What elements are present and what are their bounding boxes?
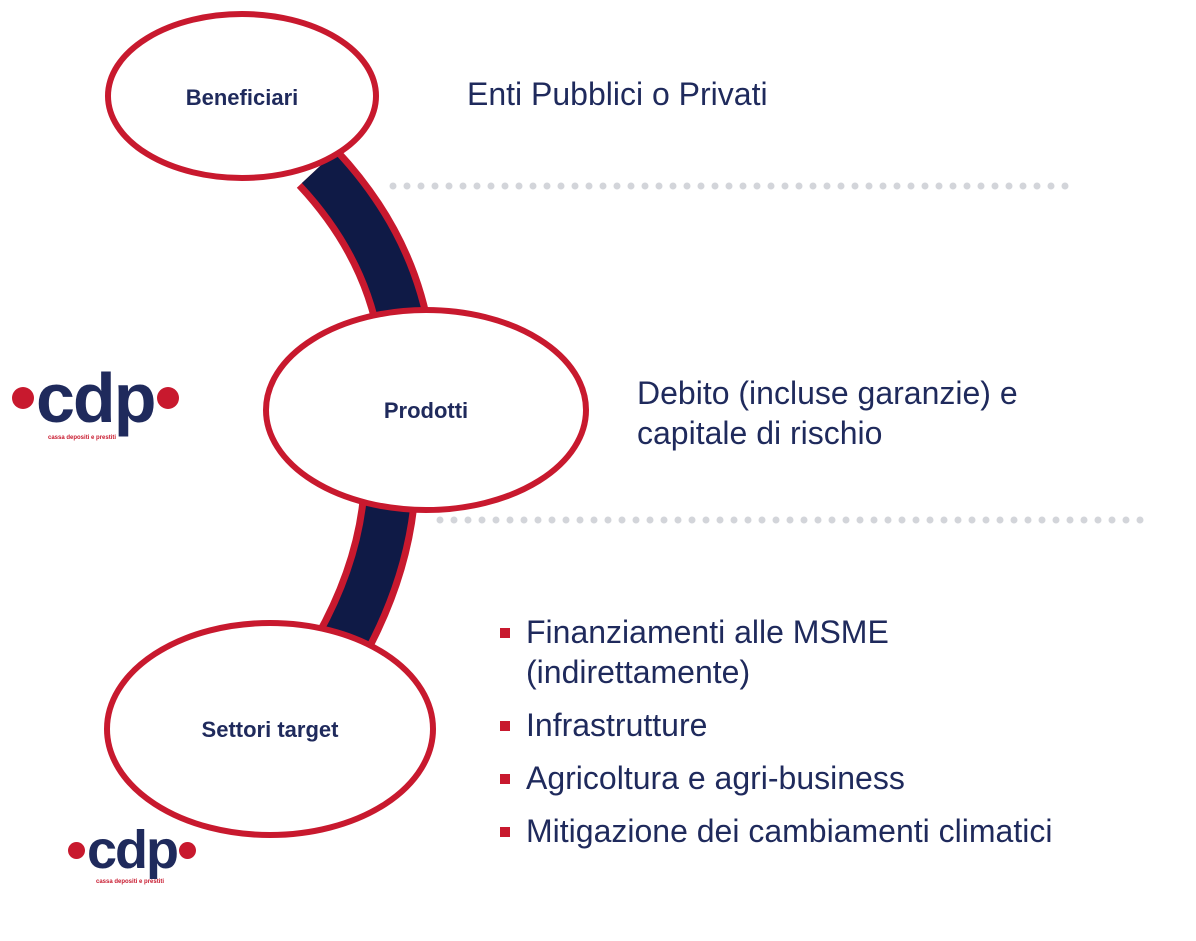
cdp-logo-small: cdp cassa depositi e prestiti [68, 820, 197, 886]
logo-text: cdp [36, 359, 156, 437]
logo-tagline: cassa depositi e prestiti [96, 879, 165, 885]
logo-dot-right-icon [157, 387, 180, 409]
description-beneficiari: Enti Pubblici o Privati [467, 76, 768, 112]
logo-tagline: cassa depositi e prestiti [48, 435, 117, 441]
bullet-item: Finanziamenti alle MSME (indirettamente) [500, 612, 1052, 692]
logo-text: cdp [87, 820, 179, 880]
node-ellipse-settori-target [104, 620, 436, 838]
node-label-beneficiari: Beneficiari [185, 85, 299, 110]
cdp-logo-large: cdp cassa depositi e prestiti [12, 359, 180, 442]
square-bullet-icon [500, 628, 510, 638]
node-label-prodotti: Prodotti [383, 398, 469, 423]
square-bullet-icon [500, 721, 510, 731]
bullet-item: Infrastrutture [500, 705, 1052, 745]
bullet-item: Agricoltura e agri-business [500, 758, 1052, 798]
node-ellipse-prodotti [263, 307, 589, 513]
node-ellipse-beneficiari [105, 11, 379, 181]
bullet-text: Agricoltura e agri-business [526, 760, 905, 796]
description-prodotti-line-2: capitale di rischio [637, 415, 883, 451]
description-prodotti-line-1: Debito (incluse garanzie) e [637, 375, 1018, 411]
logo-dot-left-icon [12, 387, 34, 409]
square-bullet-icon [500, 827, 510, 837]
settori-bullet-list: Finanziamenti alle MSME (indirettamente)… [500, 612, 1052, 864]
bullet-text: Infrastrutture [526, 707, 708, 743]
bullet-item: Mitigazione dei cambiamenti climatici [500, 811, 1052, 851]
description-prodotti: Debito (incluse garanzie) e capitale di … [637, 373, 1018, 453]
square-bullet-icon [500, 774, 510, 784]
bullet-text: Mitigazione dei cambiamenti climatici [526, 813, 1053, 849]
node-label-settori-target: Settori target [201, 717, 339, 742]
bullet-text-line-2: (indirettamente) [526, 654, 751, 690]
logo-dot-right-icon [179, 841, 197, 859]
bullet-text-line-1: Finanziamenti alle MSME [526, 614, 889, 650]
logo-dot-left-icon [68, 841, 85, 859]
